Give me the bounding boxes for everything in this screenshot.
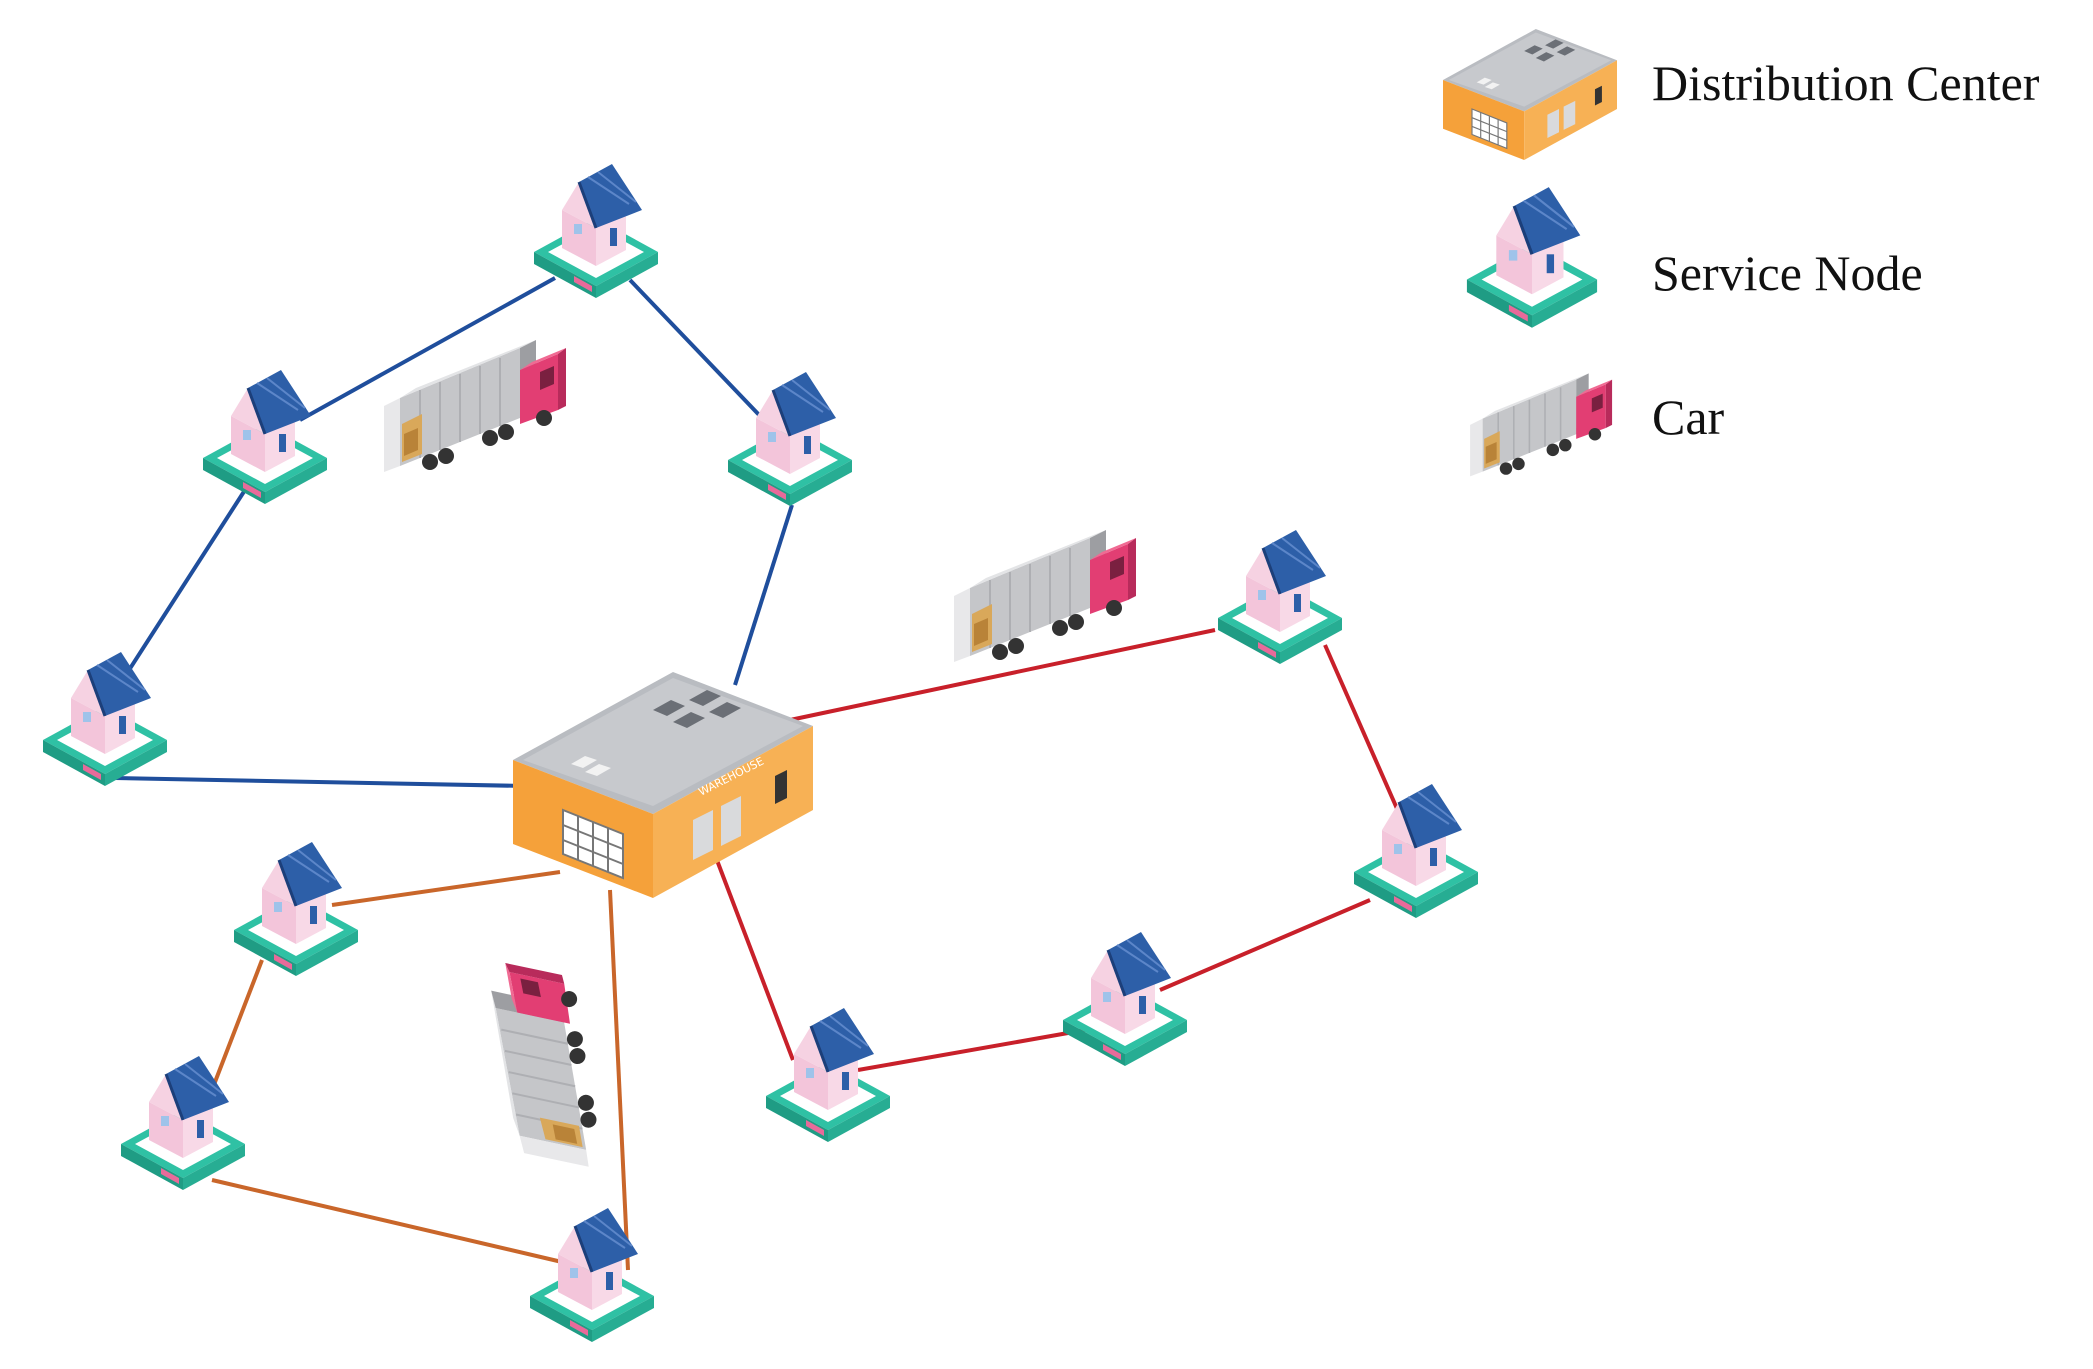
legend-house-icon	[1465, 185, 1599, 330]
service-node	[1352, 782, 1480, 920]
service-node	[1216, 528, 1344, 666]
distribution-center: WAREHOUSE	[512, 671, 814, 899]
truck	[458, 960, 628, 1168]
truck	[953, 529, 1137, 663]
service-node	[119, 1054, 247, 1192]
service-node	[41, 650, 169, 788]
route-blue	[114, 276, 794, 788]
service-node	[726, 370, 854, 508]
legend-distribution-center-label: Distribution Center	[1652, 55, 2040, 111]
legend-service-node-label: Service Node	[1652, 245, 1923, 301]
service-node	[1061, 930, 1189, 1068]
service-node	[232, 840, 360, 978]
legend-warehouse-icon	[1442, 28, 1618, 161]
service-node	[201, 368, 329, 506]
route-orange	[208, 870, 630, 1271]
service-node	[764, 1006, 892, 1144]
service-node	[528, 1206, 656, 1344]
legend-truck-icon	[1469, 372, 1613, 478]
route-red	[713, 628, 1404, 1072]
legend-car-label: Car	[1652, 389, 1725, 445]
